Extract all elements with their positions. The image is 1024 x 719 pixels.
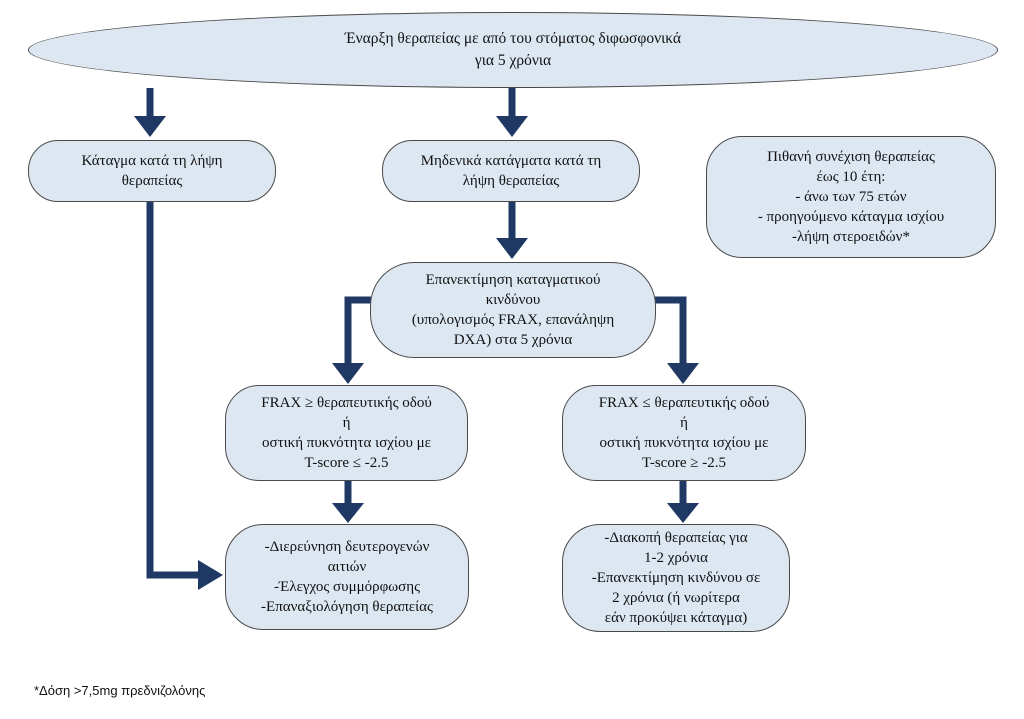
arrowhead-no-fracture xyxy=(496,116,528,137)
arrowhead-frax-low xyxy=(667,363,699,384)
no-fracture-node: Μηδενικά κατάγματα κατά τη λήψη θεραπεία… xyxy=(382,140,640,202)
node-line: FRAX ≥ θεραπευτικής οδού xyxy=(261,395,432,411)
possible-continuation-node: Πιθανή συνέχιση θεραπείας έως 10 έτη: - … xyxy=(706,136,996,258)
stop-therapy-node: -Διακοπή θεραπείας για 1-2 χρόνια -Επανε… xyxy=(562,524,790,632)
node-line: Πιθανή συνέχιση θεραπείας xyxy=(767,149,935,165)
frax-high-node: FRAX ≥ θεραπευτικής οδού ή οστική πυκνότ… xyxy=(225,385,468,481)
reassessment-node: Επανεκτίμηση καταγματικού κινδύνου (υπολ… xyxy=(370,262,656,358)
node-line: Κάταγμα κατά τη λήψη xyxy=(81,153,223,169)
node-line: -Διερεύνηση δευτερογενών xyxy=(264,539,430,555)
start-therapy-node: Έναρξη θεραπείας με από του στόματος διφ… xyxy=(28,12,998,88)
node-line: αιτιών xyxy=(327,559,367,575)
node-line: Μηδενικά κατάγματα κατά τη xyxy=(420,153,602,169)
node-line: θεραπείας xyxy=(121,173,183,189)
node-line: 1-2 χρόνια xyxy=(643,550,709,566)
arrowhead-frax-high xyxy=(332,363,364,384)
investigate-causes-node: -Διερεύνηση δευτερογενών αιτιών -Έλεγχος… xyxy=(225,524,469,630)
node-line: εάν προκύψει κάταγμα) xyxy=(604,610,748,626)
fracture-during-therapy-node: Κάταγμα κατά τη λήψη θεραπείας xyxy=(28,140,276,202)
node-line: - προηγούμενο κάταγμα ισχίου xyxy=(757,209,945,225)
node-line: για 5 χρόνια xyxy=(474,52,552,69)
node-line: Έναρξη θεραπείας με από του στόματος διφ… xyxy=(344,30,682,47)
arrowhead-fracture xyxy=(134,116,166,137)
node-line: Επανεκτίμηση καταγματικού xyxy=(425,272,601,288)
node-line: κινδύνου xyxy=(485,292,541,308)
node-line: T-score ≤ -2.5 xyxy=(304,455,389,471)
arrow-reassess-to-frax-high xyxy=(344,296,372,366)
node-line: -Επανεκτίμηση κινδύνου σε xyxy=(591,570,761,586)
footnote: *Δόση >7,5mg πρεδνιζολόνης xyxy=(34,683,206,698)
node-line: DXA) στα 5 χρόνια xyxy=(453,332,573,348)
arrow-fracture-to-investigate xyxy=(146,202,200,579)
arrow-reassess-to-frax-low xyxy=(654,296,687,366)
node-line: ή xyxy=(342,415,351,431)
node-line: T-score ≥ -2.5 xyxy=(642,455,726,471)
node-line: οστική πυκνότητα ισχίου με xyxy=(599,435,769,451)
node-line: -Επαναξιολόγηση θεραπείας xyxy=(261,599,433,615)
node-line: - άνω των 75 ετών xyxy=(795,189,907,205)
node-line: -λήψη στεροειδών* xyxy=(792,229,910,245)
node-line: 2 χρόνια (ή νωρίτερα xyxy=(612,590,740,606)
node-line: οστική πυκνότητα ισχίου με xyxy=(262,435,431,451)
frax-low-node: FRAX ≤ θεραπευτικής οδού ή οστική πυκνότ… xyxy=(562,385,806,481)
arrowhead-investigate-side xyxy=(198,560,223,590)
arrowhead-investigate-top xyxy=(332,503,364,523)
node-line: (υπολογισμός FRAX, επανάληψη xyxy=(411,312,615,328)
node-line: λήψη θεραπείας xyxy=(462,173,560,189)
node-line: -Έλεγχος συμμόρφωσης xyxy=(273,579,421,595)
node-line: έως 10 έτη: xyxy=(816,169,886,185)
arrowhead-stop xyxy=(667,503,699,523)
arrowhead-reassess xyxy=(496,238,528,259)
node-line: ή xyxy=(680,415,688,431)
node-line: -Διακοπή θεραπείας για xyxy=(604,530,748,546)
node-line: FRAX ≤ θεραπευτικής οδού xyxy=(598,395,770,411)
